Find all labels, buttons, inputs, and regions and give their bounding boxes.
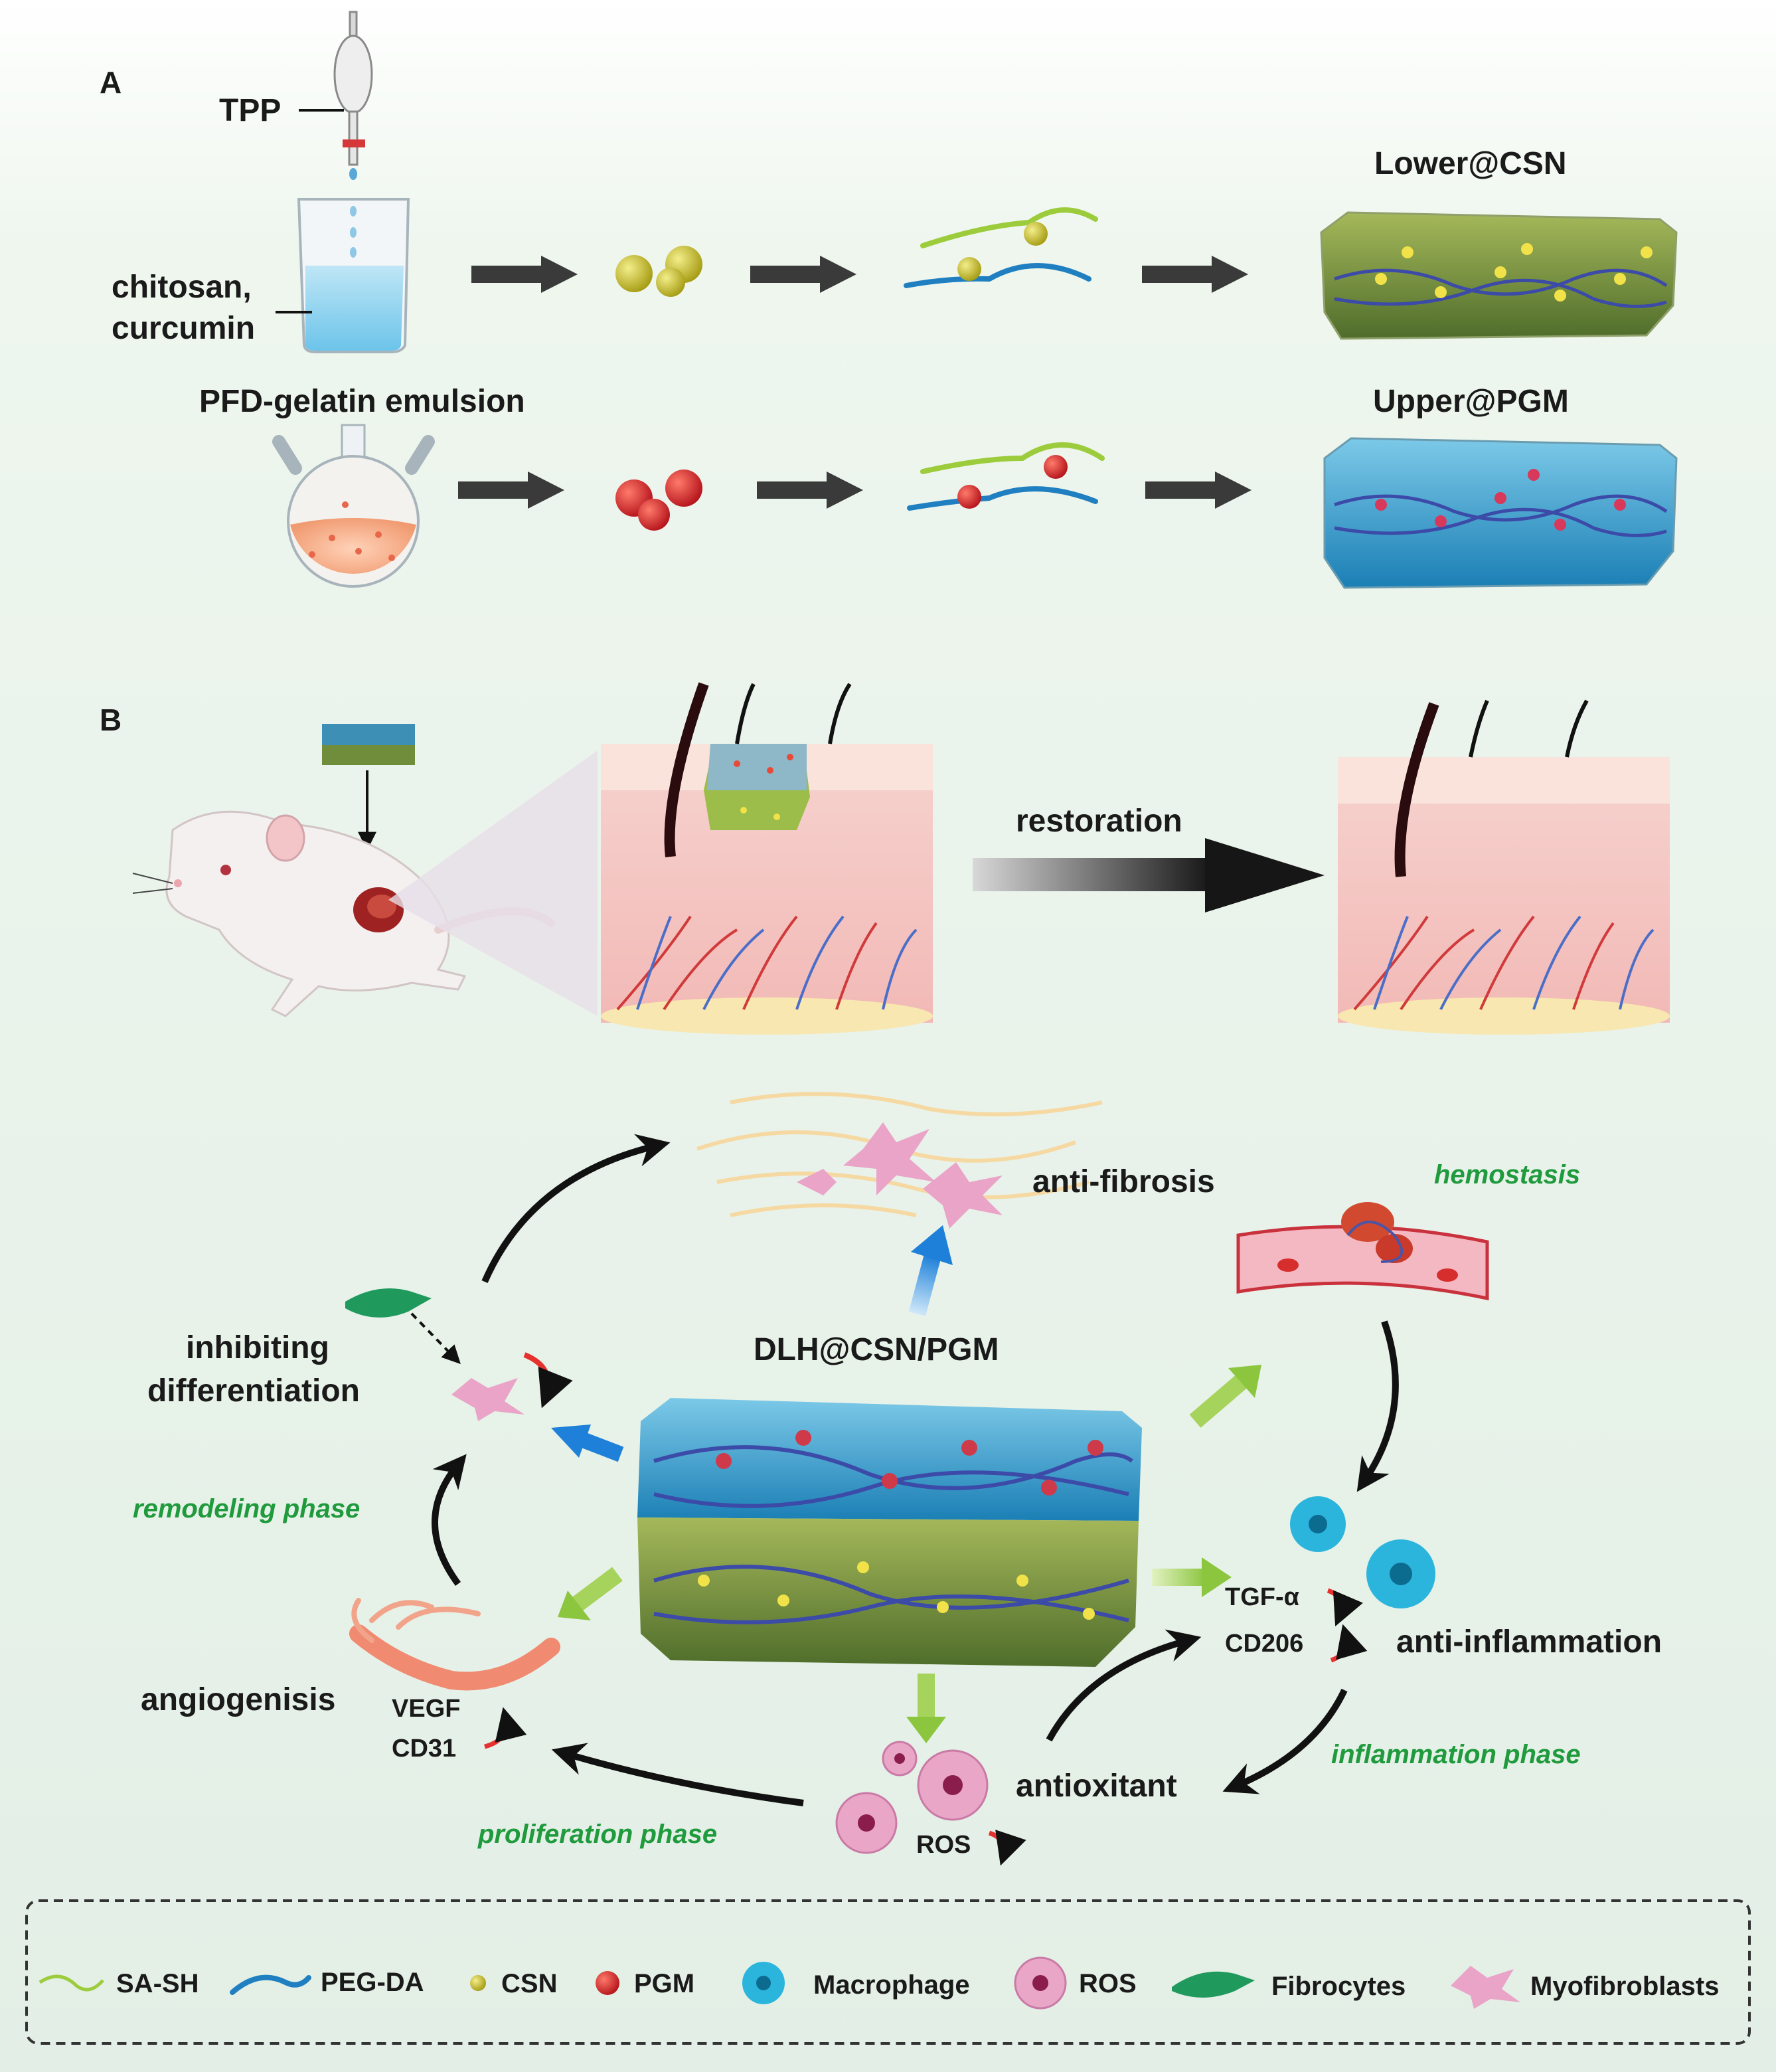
legend-item-macrophage: Macrophage [742, 1962, 970, 2004]
dlh-hydrogel [637, 1398, 1142, 1667]
zoom-wedge [388, 750, 598, 1016]
legend-item-ros: ROS [1014, 1956, 1137, 2010]
arrow-row1-3 [1142, 256, 1248, 293]
proliferation-phase-label: proliferation phase [477, 1820, 717, 1849]
myofibroblast-cell [451, 1378, 525, 1421]
angiogenesis-label: angiogenisis [141, 1682, 335, 1717]
beaker [297, 198, 410, 353]
lower-csn-label: Lower@CSN [1374, 146, 1567, 181]
legend-csn-label: CSN [501, 1969, 557, 1998]
legend-csn-icon [470, 1975, 486, 1991]
pgm-particles [615, 470, 702, 531]
legend-macrophage-label: Macrophage [813, 1970, 970, 2000]
panel-b-label: B [100, 703, 121, 737]
legend-item-peg-da: PEG-DA [230, 1968, 424, 1997]
upper-pgm-label: Upper@PGM [1373, 384, 1569, 419]
legend-item-fibrocytes: Fibrocytes [1172, 1971, 1406, 2001]
polymer-chains-pgm [907, 442, 1105, 511]
legend-item-csn: CSN [470, 1969, 557, 1998]
blue-arrow-up [908, 1225, 953, 1316]
skin-block-wound [601, 682, 933, 1035]
legend-ros-icon [1014, 1956, 1067, 2010]
legend-ros-label: ROS [1079, 1969, 1137, 1998]
emulsion-label: PFD-gelatin emulsion [199, 384, 525, 419]
anti-inflammation-label: anti-inflammation [1396, 1624, 1662, 1660]
legend-pgm-icon [596, 1971, 619, 1995]
legend-myofibroblasts-label: Myofibroblasts [1530, 1972, 1719, 2001]
cycle-arrow-remodeling [432, 1454, 467, 1586]
legend-item-myofibroblasts: Myofibroblasts [1451, 1966, 1719, 2009]
beaker-label-line2: curcumin [112, 311, 255, 346]
hemostasis-label: hemostasis [1434, 1160, 1580, 1189]
cd31-label: CD31 [392, 1735, 456, 1763]
ros-down-arrow [988, 1830, 1026, 1866]
panel-a-label: A [100, 65, 121, 100]
upper-pgm-gel [1323, 437, 1678, 589]
legend-fibrocytes-label: Fibrocytes [1271, 1972, 1406, 2001]
blood-vessel-clot [1236, 1202, 1489, 1301]
legend-box [25, 1899, 1751, 2045]
cycle-arrow-inflammation-to-antioxidant [1222, 1688, 1348, 1794]
three-neck-flask [272, 424, 435, 588]
csn-particles [615, 246, 702, 297]
dropping-funnel [333, 11, 373, 180]
cd206-label: CD206 [1225, 1630, 1303, 1658]
green-arrow-ros [906, 1674, 946, 1743]
tgf-label: TGF-α [1225, 1583, 1299, 1611]
cycle-arrow-to-fibrosis [481, 1134, 671, 1284]
ros-cells [835, 1741, 989, 1854]
blood-vessel-sprout [349, 1598, 560, 1691]
remodeling-phase-label: remodeling phase [133, 1494, 360, 1523]
beaker-label-line1: chitosan, [112, 270, 252, 305]
anti-fibrosis-label: anti-fibrosis [1032, 1164, 1215, 1199]
angiogenesis-up-arrow [484, 1707, 527, 1749]
arrow-row1-1 [471, 256, 578, 293]
antioxidant-label: antioxitant [1016, 1769, 1177, 1804]
inhibiting-label-2: differentiation [147, 1373, 360, 1409]
green-arrow-hemostasis [1189, 1365, 1261, 1428]
macrophage-cells [1290, 1496, 1435, 1608]
blue-arrow-left [551, 1424, 624, 1462]
polymer-chains-csn [904, 207, 1098, 288]
restoration-label: restoration [1016, 804, 1182, 839]
rat-illustration [132, 810, 555, 1017]
legend-item-sa-sh: SA-SH [39, 1969, 199, 1998]
green-arrow-inflammation [1152, 1557, 1232, 1597]
green-arrow-angiogenesis [558, 1567, 623, 1620]
legend-fibrocytes-icon [1172, 1971, 1255, 1998]
arrow-row2-1 [458, 472, 564, 509]
inflammation-phase-label: inflammation phase [1331, 1740, 1581, 1769]
tpp-label: TPP [219, 93, 281, 128]
small-hydrogel [322, 724, 415, 765]
vegf-label: VEGF [392, 1695, 460, 1723]
lower-csn-gel [1320, 211, 1678, 340]
legend-item-pgm: PGM [596, 1969, 694, 1998]
legend-sa-sh-icon [39, 1974, 104, 1992]
legend-myofibroblasts-icon [1451, 1966, 1520, 2009]
arrow-row1-2 [750, 256, 856, 293]
legend-sa-sh-label: SA-SH [116, 1969, 199, 1998]
arrow-row2-3 [1145, 472, 1251, 509]
restoration-arrow [973, 838, 1325, 912]
cycle-arrow-proliferation [551, 1743, 804, 1806]
inhibiting-label-1: inhibiting [186, 1330, 329, 1365]
ros-label: ROS [916, 1831, 971, 1859]
cycle-arrow-hemostasis-to-inflammation [1356, 1320, 1399, 1492]
cycle-arrow-antioxidant-to-inflammation [1046, 1629, 1202, 1742]
tgf-down-arrow [1327, 1588, 1363, 1627]
legend-macrophage-icon [742, 1962, 785, 2004]
cd206-up-arrow [1330, 1624, 1368, 1663]
legend-peg-da-icon [230, 1974, 311, 1995]
arrow-row2-2 [757, 472, 863, 509]
legend-peg-da-label: PEG-DA [321, 1968, 424, 1997]
fibrosis-illustration [696, 1092, 1103, 1229]
hydrogel-label: DLH@CSN/PGM [754, 1332, 999, 1367]
skin-block-restored [1338, 699, 1670, 1035]
legend-pgm-label: PGM [634, 1969, 694, 1998]
fibrocyte-cell [345, 1288, 432, 1318]
inhibition-down-arrow [523, 1352, 573, 1409]
